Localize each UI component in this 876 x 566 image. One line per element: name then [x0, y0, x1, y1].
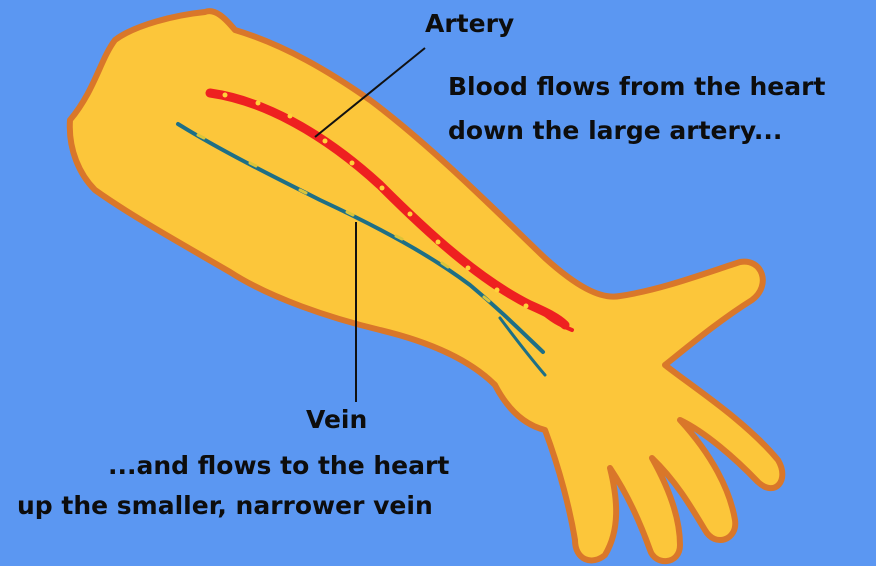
artery-caption-line-2: down the large artery...: [448, 118, 782, 143]
vein-caption-line-1: ...and flows to the heart: [108, 453, 449, 478]
artery-label: Artery: [425, 11, 514, 36]
artery-caption-line-1: Blood flows from the heart: [448, 74, 825, 99]
vein-label: Vein: [306, 407, 367, 432]
vein-caption-line-2: up the smaller, narrower vein: [17, 493, 433, 518]
